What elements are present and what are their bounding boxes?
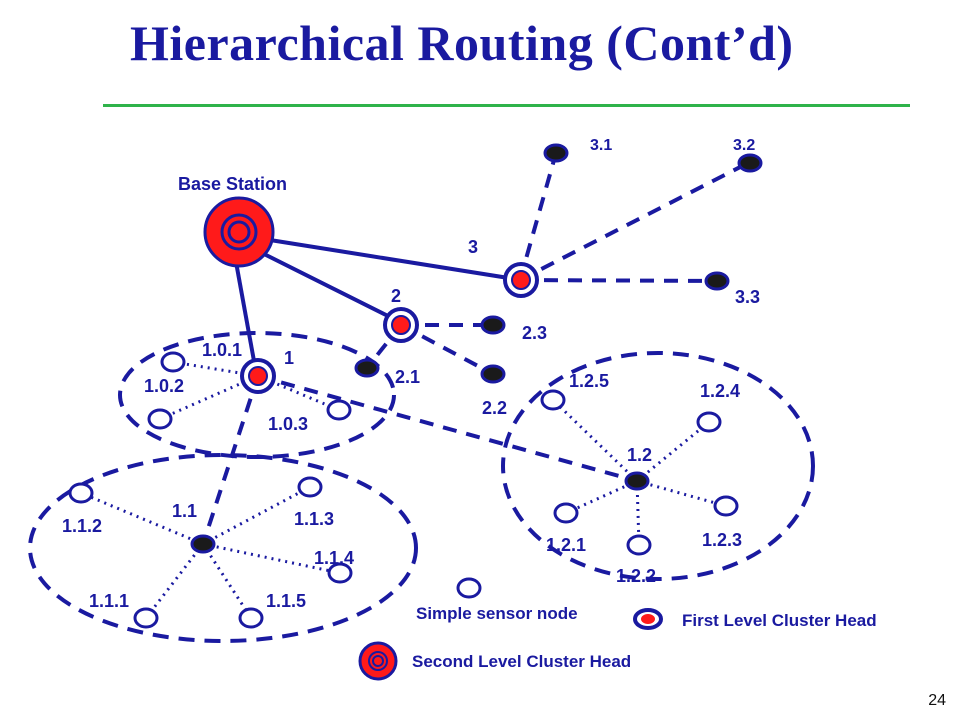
node-2-1 [354,358,380,378]
cluster-1-1-boundary [28,453,418,643]
node-3-2 [737,153,763,173]
label-3-1: 3.1 [590,137,612,154]
link-1-1-to-1-1-4 [202,542,341,575]
label-1-0-2: 1.0.2 [144,376,184,396]
link-3-to-3-3 [519,278,718,283]
label-2-2: 2.2 [482,398,507,418]
label-1-2-2: 1.2.2 [616,566,656,586]
title-underline [103,104,910,107]
link-base-to-3 [269,238,522,282]
link-1-1-to-1-1-5 [201,543,253,619]
label-3-3: 3.3 [735,287,760,307]
label-3-2: 3.2 [733,137,755,154]
label-2: 2 [391,286,401,306]
node-1-1-3 [297,476,323,498]
node-1-0-2 [147,408,173,430]
node-1-1-4 [327,562,353,584]
link-1-2-to-1-2-1 [565,479,638,515]
label-1-1-4: 1.1.4 [314,548,354,568]
link-1-2-to-1-2-3 [636,479,727,508]
legend: Simple sensor node First Level Cluster H… [358,577,877,681]
label-1-1-3: 1.1.3 [294,509,334,529]
node-1-2-2 [626,534,652,556]
link-1-to-1-2 [257,374,638,483]
label-1-1: 1.1 [172,501,197,521]
link-1-2-to-1-2-4 [636,420,710,483]
node-1-1 [190,534,216,554]
label-1-2-5: 1.2.5 [569,371,609,391]
slide-title: Hierarchical Routing (Cont’d) [130,15,794,71]
link-1-1-to-1-1-2 [80,491,204,546]
label-3: 3 [468,237,478,257]
link-3-to-3-2 [519,161,749,282]
cluster-head-3 [503,262,539,298]
page-number: 24 [928,692,946,709]
legend-second-level-label: Second Level Cluster Head [412,652,631,671]
legend-second-level-icon [358,641,398,681]
node-1-2-5 [540,389,566,411]
label-1-2-4: 1.2.4 [700,381,740,401]
legend-simple-node-icon [456,577,482,599]
legend-first-level-label: First Level Cluster Head [682,611,877,630]
label-1-0-3: 1.0.3 [268,414,308,434]
label-1-1-2: 1.1.2 [62,516,102,536]
cluster-head-1 [240,358,276,394]
node-2-3 [480,315,506,335]
label-1-1-1: 1.1.1 [89,591,129,611]
label-1-2-3: 1.2.3 [702,530,742,550]
node-1-1-2 [68,482,94,504]
link-1-to-1-1 [201,375,260,545]
legend-first-level-icon [633,608,663,630]
label-2-3: 2.3 [522,323,547,343]
node-1-1-1 [133,607,159,629]
link-2-to-2-2 [400,323,494,376]
node-1-2-4 [696,411,722,433]
node-1-0-1 [160,351,186,373]
label-1-2-1: 1.2.1 [546,535,586,555]
legend-simple-node-label: Simple sensor node [416,604,578,623]
node-1-2-1 [553,502,579,524]
label-1-2: 1.2 [627,445,652,465]
label-1: 1 [284,348,294,368]
node-3-3 [704,271,730,291]
node-3-1 [543,143,569,163]
link-base-to-2 [261,251,401,324]
node-1-1-5 [238,607,264,629]
node-1-2-3 [713,495,739,517]
label-2-1: 2.1 [395,367,420,387]
node-1-2 [624,471,650,491]
base-station-node [203,196,275,268]
link-1-1-to-1-1-1 [144,543,205,619]
node-1-0-3 [326,399,352,421]
node-2-2 [480,364,506,384]
label-1-0-1: 1.0.1 [202,340,242,360]
cluster-1-2-boundary [501,351,815,581]
label-1-1-5: 1.1.5 [266,591,306,611]
link-3-to-3-1 [518,152,558,281]
cluster-head-2 [383,307,419,343]
label-base-station: Base Station [178,174,287,194]
link-base-to-1 [234,261,258,373]
